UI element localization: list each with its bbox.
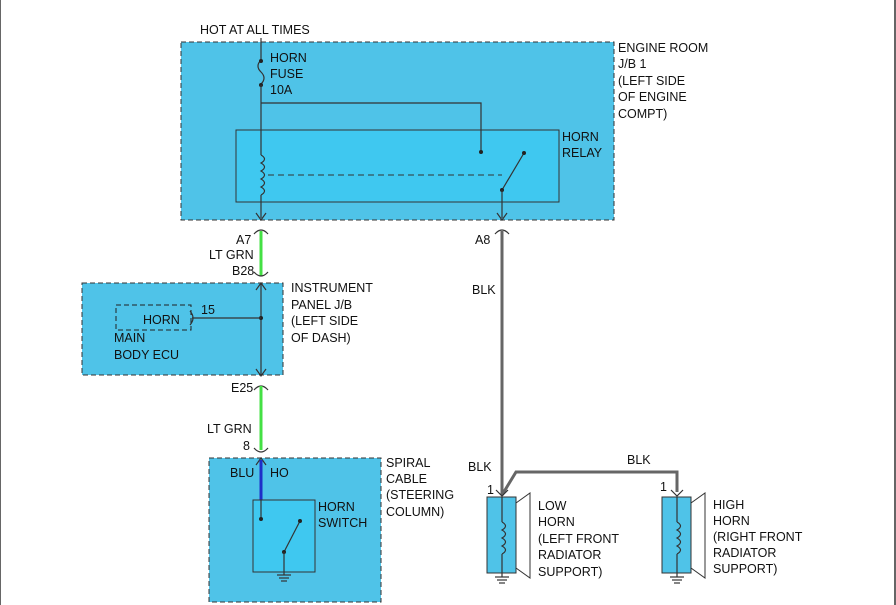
instrument-panel-jb-box bbox=[81, 282, 284, 376]
blk-label-high: BLK bbox=[627, 453, 651, 467]
high-horn-pin-1-label: 1 bbox=[660, 480, 667, 494]
low-horn-label-line3: (LEFT FRONT bbox=[538, 532, 619, 546]
instrument-panel-label-line2: PANEL J/B bbox=[291, 298, 352, 312]
low-horn-connector-arrow bbox=[495, 489, 509, 497]
a8-connector-cup bbox=[494, 229, 510, 235]
spiral-cable-label-line1: SPIRAL bbox=[386, 456, 431, 470]
relay-switch-contact bbox=[522, 151, 526, 155]
ecu-horn-label: HORN bbox=[143, 313, 180, 327]
spiral-cable-label-line4: COLUMN) bbox=[386, 505, 444, 519]
low-horn-label-line2: HORN bbox=[538, 515, 575, 529]
pin-8-label: 8 bbox=[243, 439, 250, 453]
main-body-ecu-label-line1: MAIN bbox=[114, 331, 145, 345]
engine-room-label-line4: OF ENGINE bbox=[618, 90, 687, 104]
horn-switch-arm-tip bbox=[298, 519, 302, 523]
horn-switch-arm bbox=[283, 520, 301, 553]
relay-coil-symbol bbox=[259, 154, 266, 196]
low-horn-label-line4: RADIATOR bbox=[538, 548, 601, 562]
low-horn-label-line5: SUPPORT) bbox=[538, 565, 602, 579]
horn-relay-label-line2: RELAY bbox=[562, 146, 603, 160]
engine-room-label-line1: ENGINE ROOM bbox=[618, 41, 708, 55]
ecu-horn-box bbox=[115, 304, 192, 331]
main-body-ecu-label-line2: BODY ECU bbox=[114, 348, 179, 362]
fuse-label-line2: FUSE bbox=[270, 67, 303, 81]
blu-label: BLU bbox=[230, 466, 254, 480]
spiral-cable-label-line3: (STEERING bbox=[386, 488, 454, 502]
fuse-label-line1: HORN bbox=[270, 51, 307, 65]
horn-fuse-symbol bbox=[257, 59, 265, 85]
horn-switch-label-line1: HORN bbox=[318, 500, 355, 514]
lt-grn-label-upper: LT GRN bbox=[209, 248, 254, 262]
engine-room-label-line5: COMPT) bbox=[618, 107, 667, 121]
a7-connector-arrow bbox=[255, 212, 267, 222]
pin8-connector-cup bbox=[253, 447, 269, 453]
ho-label: HO bbox=[270, 466, 289, 480]
horn-relay-box bbox=[235, 129, 560, 203]
blk-label-low: BLK bbox=[468, 460, 492, 474]
instrument-panel-label-line4: OF DASH) bbox=[291, 331, 351, 345]
b28-connector-cup bbox=[253, 271, 269, 277]
low-horn-symbol bbox=[486, 492, 531, 584]
b28-label: B28 bbox=[232, 264, 254, 278]
blk-wire-to-high-horn bbox=[500, 470, 679, 496]
relay-contact-fixed bbox=[479, 150, 483, 154]
a7-label: A7 bbox=[236, 233, 251, 247]
ecu-horn-terminal bbox=[189, 310, 194, 326]
engine-room-label-line2: J/B 1 bbox=[618, 57, 647, 71]
e25-label: E25 bbox=[231, 381, 253, 395]
instrument-panel-label-line3: (LEFT SIDE bbox=[291, 314, 358, 328]
high-horn-label-line2: HORN bbox=[713, 514, 750, 528]
fuse-label-line3: 10A bbox=[270, 83, 293, 97]
high-horn-label-line3: (RIGHT FRONT bbox=[713, 530, 803, 544]
hot-at-all-times-label: HOT AT ALL TIMES bbox=[200, 23, 310, 37]
spiral-cable-label-line2: CABLE bbox=[386, 472, 427, 486]
pin-15-label: 15 bbox=[201, 303, 215, 317]
horn-switch-label-line2: SWITCH bbox=[318, 516, 367, 530]
low-horn-pin-1-label: 1 bbox=[487, 483, 494, 497]
lt-grn-label-lower: LT GRN bbox=[207, 422, 252, 436]
fuse-terminal-top bbox=[259, 59, 263, 63]
e25-connector-arrow-top bbox=[255, 368, 267, 378]
pin8-connector-arrow bbox=[255, 456, 267, 466]
high-horn-connector-arrow bbox=[670, 489, 684, 497]
horn-relay-label-line1: HORN bbox=[562, 130, 599, 144]
low-horn-label-line1: LOW bbox=[538, 499, 567, 513]
high-horn-label-line4: RADIATOR bbox=[713, 546, 776, 560]
high-horn-symbol bbox=[661, 492, 706, 584]
high-horn-label-line1: HIGH bbox=[713, 498, 744, 512]
relay-contact-feed bbox=[261, 102, 482, 152]
instrument-panel-label-line1: INSTRUMENT bbox=[291, 281, 373, 295]
a8-label: A8 bbox=[475, 233, 490, 247]
engine-room-label-line3: (LEFT SIDE bbox=[618, 74, 685, 88]
a7-connector-cup bbox=[253, 229, 269, 235]
relay-switch-arm bbox=[501, 152, 525, 191]
horn-switch-contact bbox=[259, 517, 263, 521]
blk-label-main: BLK bbox=[472, 283, 496, 297]
horn-switch-ground-icon bbox=[277, 574, 291, 582]
high-horn-label-line5: SUPPORT) bbox=[713, 562, 777, 576]
a8-connector-arrow bbox=[496, 212, 508, 222]
